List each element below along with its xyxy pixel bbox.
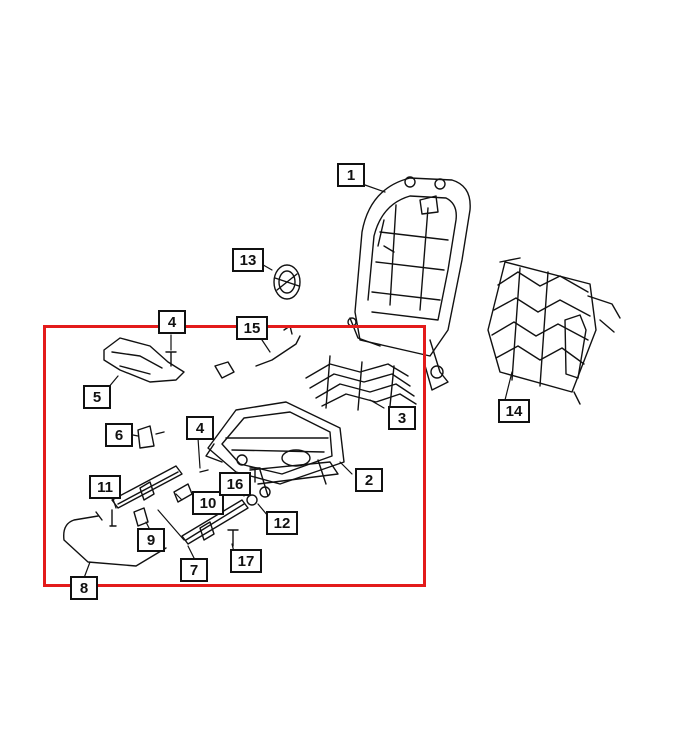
front-wire-bar [63,511,167,567]
callout-5: 5 [83,385,111,409]
callout-16: 16 [219,472,251,496]
callout-4-upper: 4 [158,310,186,334]
seat-spring-mat [305,355,417,411]
retaining-clip [246,494,258,506]
callout-15: 15 [236,316,268,340]
callout-11: 11 [89,475,121,499]
seat-side-shield [103,337,185,383]
seat-back-frame [347,176,471,391]
track-latch-bracket [133,507,149,527]
callout-14: 14 [498,399,530,423]
seat-track-rail-inner [109,465,183,527]
callout-12: 12 [266,511,298,535]
bolt-lower [199,467,261,547]
callout-3: 3 [388,406,416,430]
callout-2: 2 [355,468,383,492]
lumbar-support-frame [487,257,621,405]
callout-4-lower: 4 [186,416,214,440]
callout-17: 17 [230,549,262,573]
callout-9: 9 [137,528,165,552]
callout-8: 8 [70,576,98,600]
track-latch [173,483,193,503]
callout-6: 6 [105,423,133,447]
callout-1: 1 [337,163,365,187]
callout-7: 7 [180,558,208,582]
recliner-knob [273,264,301,300]
mounting-bracket [137,425,165,449]
callout-10: 10 [192,491,224,515]
callout-13: 13 [232,248,264,272]
